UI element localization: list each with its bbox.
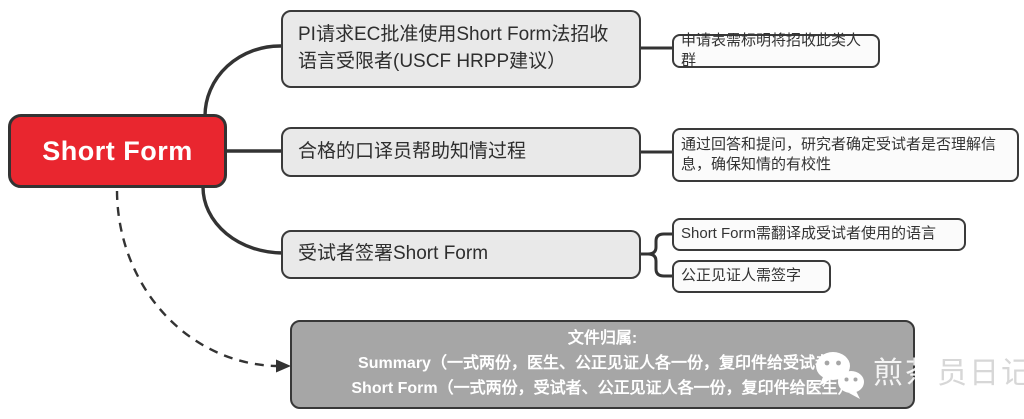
footer-line-short-form: Short Form（一式两份，受试者、公正见证人各一份，复印件给医生）: [351, 379, 854, 397]
root-node-short-form: Short Form: [8, 114, 227, 188]
note-node-application-form: 申请表需标明将招收此类人群: [672, 32, 880, 69]
note-node-verify-understanding: 通过回答和提问，研究者确定受试者是否理解信息，确保知情的有校性: [672, 128, 1019, 182]
step-node-label: PI请求EC批准使用Short Form法招收语言受限者(USCF HRPP建议…: [298, 24, 609, 72]
note-node-witness-signature: 公正见证人需签字: [672, 260, 831, 293]
note-node-label: Short Form需翻译成受试者使用的语言: [681, 225, 937, 243]
watermark-text-off-box: 员日记: [937, 357, 1024, 390]
root-node-label: Short Form: [42, 135, 193, 166]
connector-root-footer-dashed: [115, 190, 277, 368]
connector-root-step1: [203, 44, 282, 117]
note-node-label: 公正见证人需签字: [681, 267, 802, 285]
step-node-label: 合格的口译员帮助知情过程: [298, 140, 527, 162]
watermark-text-on-box: 煎茶: [873, 357, 937, 390]
watermark: 煎茶员日记: [813, 349, 1024, 399]
footer-title: 文件归属:: [567, 330, 638, 348]
watermark-text: 煎茶员日记: [873, 359, 1024, 389]
arrowhead: [276, 359, 291, 373]
step-node-sign-short-form: 受试者签署Short Form: [281, 230, 641, 279]
note-node-label: 申请表需标明将招收此类人群: [681, 31, 862, 69]
step-node-label: 受试者签署Short Form: [298, 243, 489, 265]
step-node-pi-request: PI请求EC批准使用Short Form法招收语言受限者(USCF HRPP建议…: [281, 10, 641, 88]
note-node-translation: Short Form需翻译成受试者使用的语言: [672, 218, 966, 251]
connector-bracket-note3a: [647, 232, 672, 256]
note-node-label: 通过回答和提问，研究者确定受试者是否理解信息，确保知情的有校性: [681, 135, 997, 173]
step-node-interpreter: 合格的口译员帮助知情过程: [281, 127, 641, 177]
footer-line-summary: Summary（一式两份，医生、公正见证人各一份，复印件给受试者）: [358, 355, 847, 373]
connector-root-step3: [201, 186, 284, 255]
connector-bracket-note3b: [647, 252, 672, 278]
document-ownership-box: 文件归属: Summary（一式两份，医生、公正见证人各一份，复印件给受试者） …: [290, 320, 915, 409]
wechat-icon: [816, 352, 864, 399]
